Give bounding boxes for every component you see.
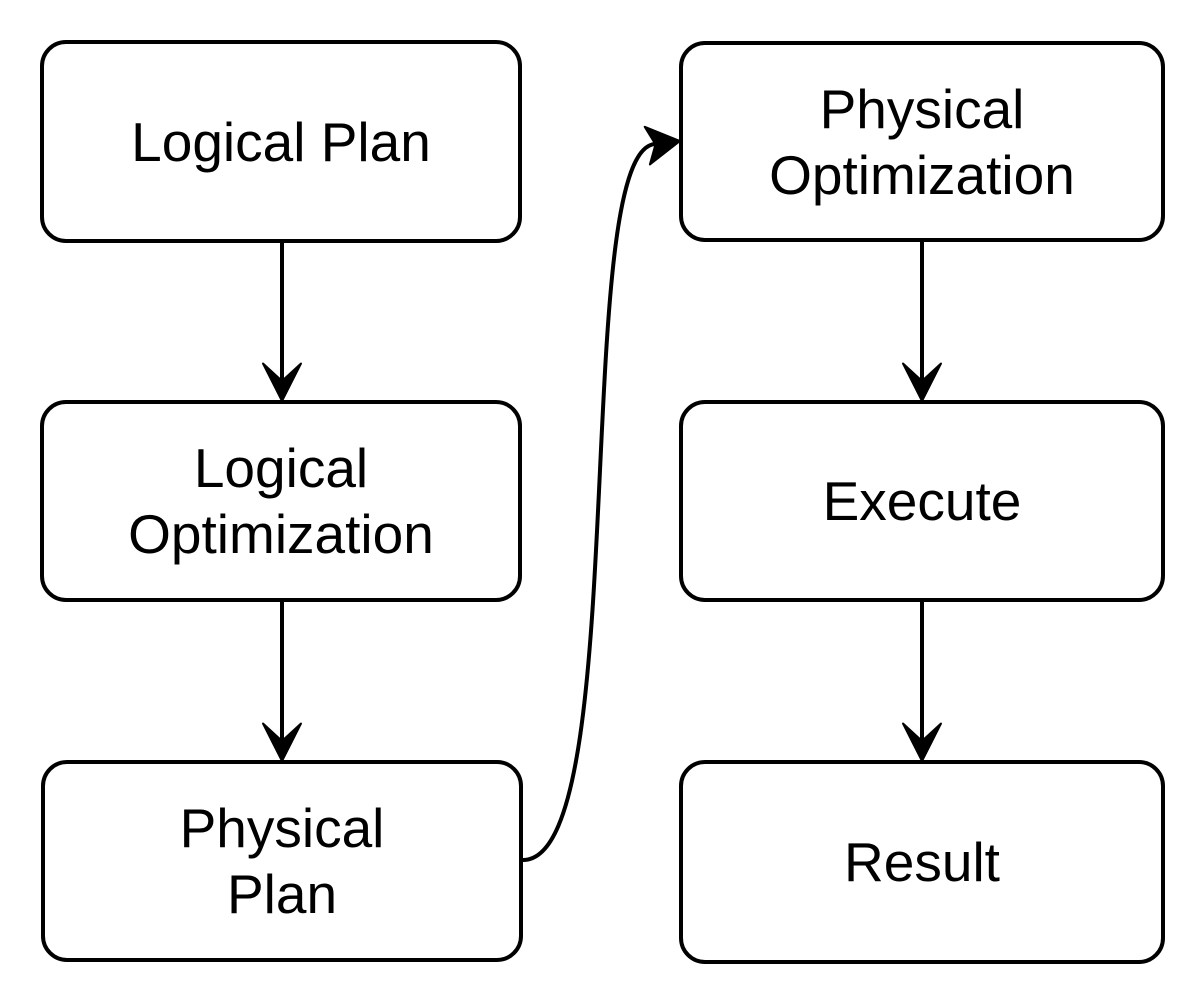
node-label: Execute [822, 470, 1022, 532]
arrowhead-icon [643, 125, 681, 166]
node-label: Logical Optimization [128, 437, 434, 565]
node-physical-optimization: Physical Optimization [679, 41, 1165, 242]
edge-logical-plan-to-logical-optimization [262, 243, 302, 402]
node-label: Result [844, 831, 1000, 893]
node-execute: Execute [679, 400, 1165, 602]
node-label: Physical Plan [179, 797, 385, 925]
arrowhead-icon [262, 362, 302, 402]
node-logical-plan: Logical Plan [40, 40, 522, 243]
node-result: Result [679, 760, 1165, 964]
node-physical-plan: Physical Plan [41, 760, 523, 962]
node-label: Logical Plan [131, 110, 431, 173]
arrowhead-icon [902, 722, 942, 762]
edge-physical-plan-to-physical-optimization [522, 125, 681, 862]
node-label: Physical Optimization [769, 77, 1075, 206]
edge-logical-optimization-to-physical-plan [262, 602, 302, 762]
arrowhead-icon [262, 722, 302, 762]
edge-physical-optimization-to-execute [902, 242, 942, 402]
edge-execute-to-result [902, 602, 942, 762]
edge-curve [522, 142, 656, 862]
node-logical-optimization: Logical Optimization [40, 400, 522, 602]
arrowhead-icon [902, 362, 942, 402]
